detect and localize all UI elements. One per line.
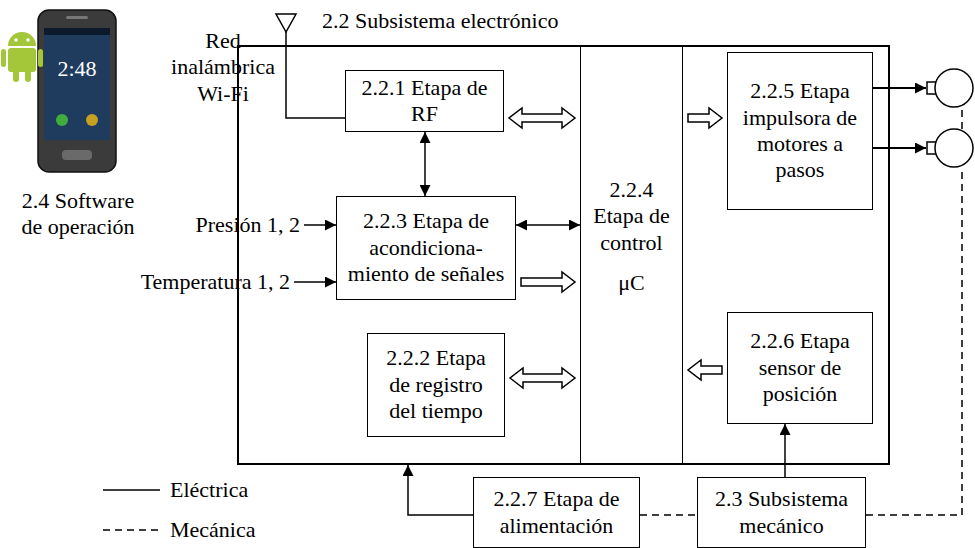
power-stage-box: 2.2.7 Etapa de alimentación [473,477,640,548]
stepper-motor-symbol [927,69,973,107]
bus-arrow [509,108,575,128]
signal-arrow [516,224,580,226]
android-robot [1,32,43,82]
signal-arrow [408,465,473,515]
signal-label: Presión 1, 2 [190,212,300,238]
motor-drive-arrow [873,147,926,149]
temperature-input-arrow [294,281,336,283]
stage-title: 2.2.5 Etapa impulsora de motores a pasos [735,78,865,184]
signal-arrow [424,132,426,196]
position-sensor-box: 2.2.6 Etapa sensor de posición [727,312,873,424]
robot-leg [13,70,19,82]
motor-drive-arrow [873,87,926,89]
stage-body: μC [618,270,644,296]
mechanical-link [640,514,697,516]
pressure-input-arrow [304,224,336,226]
robot-eye [26,38,30,42]
conditioning-stage-box: 2.2.3 Etapa de acondiciona- miento de se… [336,196,516,300]
bus-arrow [688,108,722,128]
network-label: Red inalámbrica Wi-Fi [168,28,278,107]
mechanical-coupling [961,107,963,129]
stage-title: 2.2.6 Etapa sensor de posición [735,328,865,407]
robot-leg [25,70,31,82]
legend-sample-solid [103,489,160,491]
motor-driver-box: 2.2.5 Etapa impulsora de motores a pasos [727,52,873,210]
phone-speaker [66,16,88,19]
stage-title: 2.2.7 Etapa de alimentación [477,486,636,539]
stepper-motor-symbol [927,129,973,167]
software-label: 2.4 Software de operación [12,188,144,241]
stage-title: 2.3 Subsistema mecánico [704,486,859,539]
rf-stage-box: 2.2.1 Etapa de RF [345,70,504,132]
smartphone-icon [38,10,116,172]
stage-title: 2.2.3 Etapa de acondiciona- miento de se… [342,208,510,287]
robot-head [8,32,36,46]
legend-text: Mecánica [170,517,256,543]
clock-stage-box: 2.2.2 Etapa de registro del tiempo [367,333,505,437]
mechanical-subsystem-box: 2.3 Subsistema mecánico [697,477,866,548]
bus-arrow [688,360,722,380]
phone-button [62,150,92,160]
antenna-symbol [276,14,296,32]
legend-sample-dashed [103,529,160,531]
robot-arm [38,49,43,67]
stage-title: 2.2.1 Etapa de RF [355,75,495,128]
phone-screen [44,28,110,140]
bus-arrow [521,272,575,292]
signal-label: Temperatura 1, 2 [128,269,290,295]
motor-body [935,69,973,107]
stage-title: 2.2.4 Etapa de control [586,177,678,256]
signal-arrow [784,424,786,477]
stage-title: 2.2.2 Etapa de registro del tiempo [379,345,494,424]
bus-arrow [510,368,575,388]
mechanical-coupling [866,167,962,515]
subsystem-heading: 2.2 Subsistema electrónico [322,8,558,34]
subsystem-frame: 2.2 Subsistema electrónico2.2.1 Etapa de… [237,45,890,465]
clock-display: 2:48 [44,56,110,82]
robot-eye [14,38,18,42]
app-icon [56,114,68,126]
robot-arm [1,49,6,67]
control-stage-box: 2.2.4 Etapa de control μC [580,45,683,465]
motor-body [935,129,973,167]
robot-body [8,48,36,72]
legend-text: Eléctrica [170,477,248,503]
status-bar [44,28,110,35]
app-icon [86,114,98,126]
phone-body [38,10,116,172]
